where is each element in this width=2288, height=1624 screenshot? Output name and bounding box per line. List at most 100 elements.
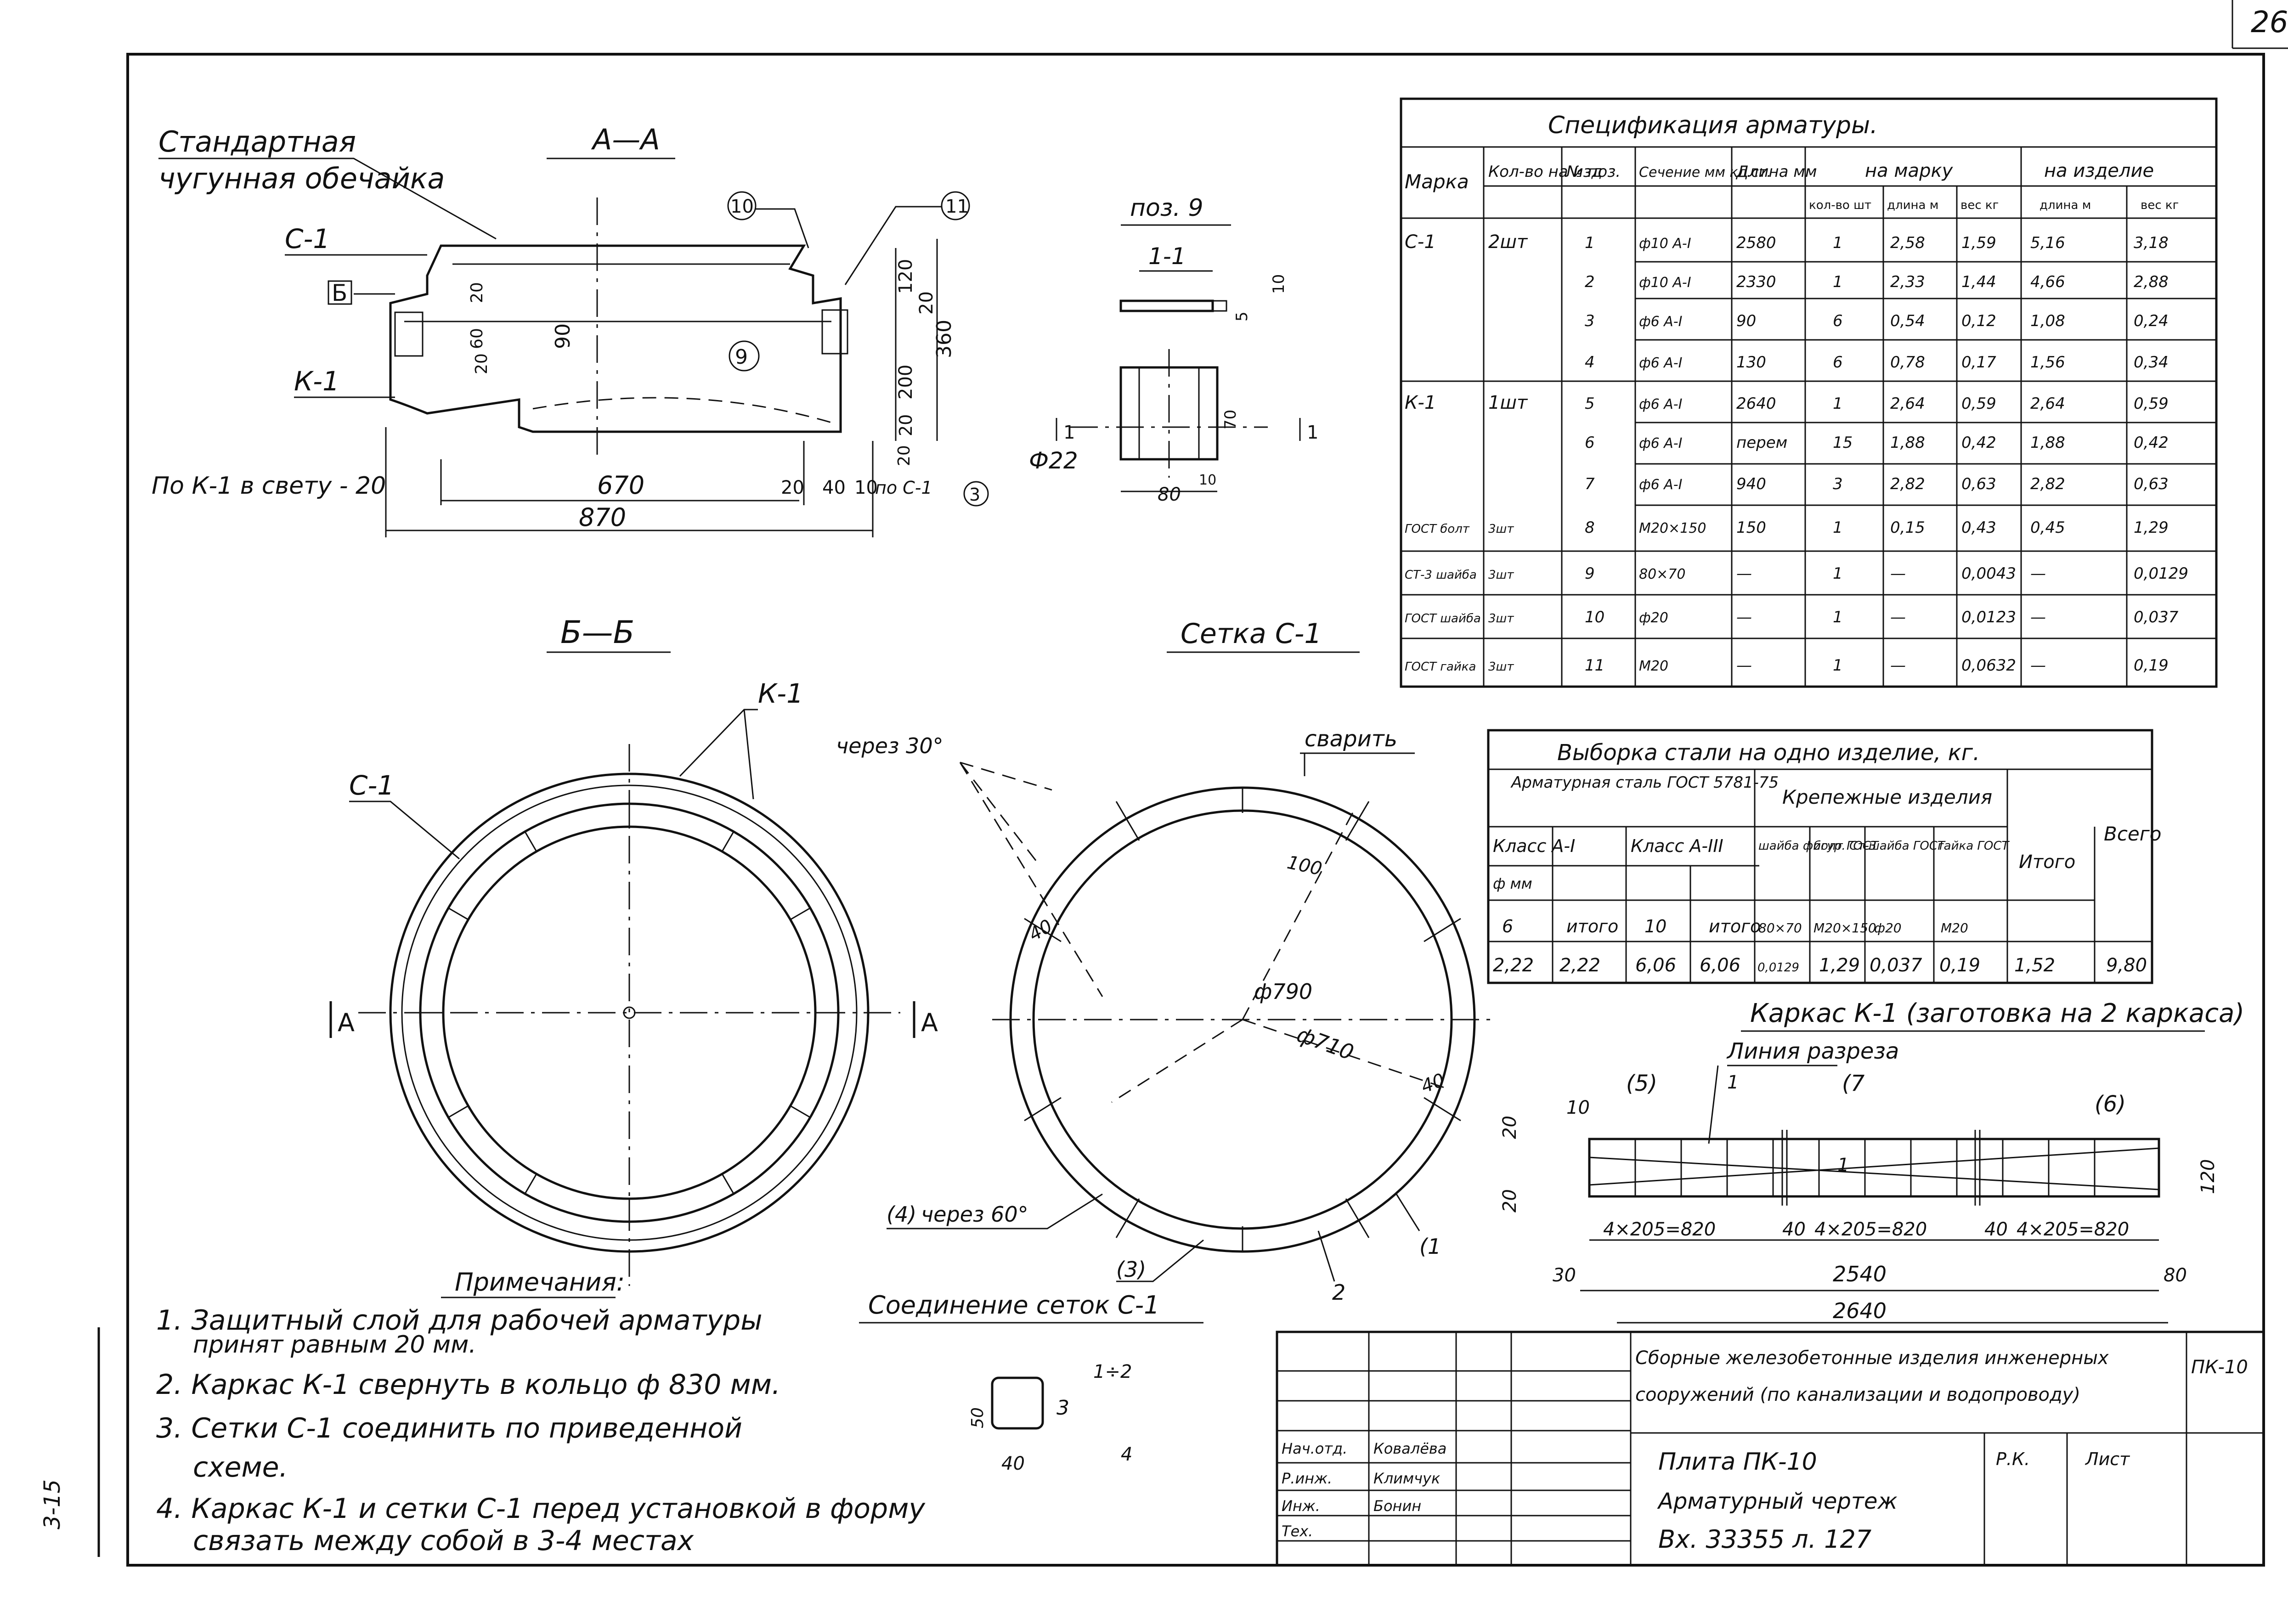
steel-h-washer: шайба фигур. Ст-3 [1758, 839, 1876, 853]
steel-table: Выборка стали на одно изделие, кг. Армат… [1487, 729, 2162, 984]
steel-h-phi: ф мм [1493, 875, 1532, 892]
sheet-frame [126, 53, 2265, 1567]
pos9-d10: 10 [1270, 274, 1288, 294]
spec-cell-r3-c9: 0,34 [2134, 353, 2169, 372]
spec-cell-r1-c9: 2,88 [2134, 273, 2169, 291]
k1-frame-left [394, 311, 424, 357]
steel-value-4: 0,0129 [1757, 961, 1799, 975]
k1-d2640: 2640 [1833, 1298, 1887, 1323]
k1-pos6: (6) [2095, 1091, 2126, 1117]
spec-cell-r5-c8: 1,88 [2030, 434, 2065, 452]
k1-d20b: 20 [1499, 1189, 1520, 1212]
spec-cell-r0-c3: ф10 А-I [1639, 236, 1691, 252]
bb-c1-leader [349, 801, 460, 860]
pos9-title: поз. 9 [1130, 194, 1203, 222]
spec-cell-r1-c8: 4,66 [2030, 273, 2065, 291]
pos3-circle [963, 481, 989, 507]
dim-60: 60 [468, 328, 486, 349]
note-1b: принят равным 20 мм. [193, 1331, 476, 1359]
spec-sub-count: кол-во шт [1809, 198, 1871, 212]
spec-h-section: Сечение мм кл.ст. [1639, 164, 1771, 180]
spec-cell-r0-c4: 2580 [1736, 234, 1776, 252]
spec-cell-r8-c0: СТ-3 шайба [1405, 568, 1477, 582]
spec-cell-r8-c4: — [1736, 564, 1752, 583]
spec-cell-r6-c8: 2,82 [2030, 475, 2065, 493]
spec-cell-r3-c7: 0,17 [1961, 353, 1996, 372]
spec-cell-r9-c5: 1 [1833, 608, 1843, 626]
spec-h-qty: Кол-во на изд [1488, 163, 1602, 181]
mesh-d40b: 40 [1418, 1070, 1448, 1098]
spec-cell-r2-c5: 6 [1833, 312, 1843, 330]
casting-outline [389, 244, 842, 433]
tb-stage: Р.К. [1996, 1449, 2030, 1469]
joint-p4: 4 [1121, 1444, 1132, 1465]
spec-cell-r5-c7: 0,42 [1961, 434, 1996, 452]
spec-cell-r6-c2: 7 [1585, 475, 1595, 493]
spec-sub-weight: вес кг [1960, 198, 1999, 212]
spec-cell-r7-c9: 1,29 [2134, 519, 2169, 537]
steel-class-a3: Класс А-III [1631, 836, 1723, 856]
mesh-d100: 100 [1285, 852, 1324, 880]
note-4: 4. Каркас К-1 и сетки С-1 перед установк… [156, 1493, 926, 1525]
spec-cell-r0-c7: 1,59 [1961, 234, 1996, 252]
spec-cell-r6-c7: 0,63 [1961, 475, 1996, 493]
rebar-curve [532, 397, 832, 423]
steel-value-0: 2,22 [1493, 955, 1534, 976]
k1-seg2: 4×205=820 [1814, 1219, 1927, 1240]
k1-d120: 120 [2198, 1159, 2219, 1194]
mesh-phi790: ф790 [1254, 979, 1312, 1004]
spec-cell-r4-c3: ф6 А-I [1639, 396, 1683, 412]
frame-k1: Каркас К-1 (заготовка на 2 каркаса) Лини… [1499, 998, 2244, 1324]
dim-20d: 20 [472, 353, 491, 374]
note-1: 1. Защитный слой для рабочей арматуры [156, 1304, 763, 1336]
spec-cell-r9-c7: 0,0123 [1961, 608, 2016, 626]
tb-code: ПК-10 [2191, 1357, 2248, 1378]
section-bb: Б—Б С-1 К-1 А А [329, 615, 938, 1286]
steel-size-2: 10 [1644, 916, 1667, 936]
k1-d80: 80 [2164, 1265, 2187, 1286]
spec-cell-r8-c3: 80×70 [1639, 566, 1685, 582]
mesh-pos1-leader [1395, 1194, 1420, 1231]
steel-size-0: 6 [1502, 916, 1513, 936]
dim-870: 870 [579, 503, 626, 532]
spec-cell-r2-c7: 0,12 [1961, 312, 1996, 330]
spec-table-frame [1400, 97, 2218, 688]
spec-cell-r10-c4: — [1736, 656, 1752, 675]
joint-symbol [991, 1376, 1044, 1430]
spec-cell-r2-c9: 0,24 [2134, 312, 2169, 330]
tb-sheet-label: Лист [2085, 1449, 2130, 1469]
bb-cut-a-right: А [921, 1008, 938, 1037]
tb-role-2: Р.инж. [1282, 1470, 1332, 1487]
steel-size-1: итого [1566, 916, 1618, 936]
steel-table-frame [1487, 729, 2153, 984]
mark-k1: К-1 [294, 366, 339, 397]
spec-cell-r0-c2: 1 [1585, 234, 1595, 252]
k1-pos1b: 1 [1837, 1155, 1849, 1176]
spec-cell-r2-c8: 1,08 [2030, 312, 2065, 330]
spec-cell-r1-c5: 1 [1833, 273, 1843, 291]
note-3b: схеме. [193, 1451, 288, 1483]
joint-d50: 50 [968, 1407, 987, 1428]
steel-h-rebar: Арматурная сталь ГОСТ 5781-75 [1510, 773, 1779, 792]
callout-leader [158, 158, 497, 240]
bb-mark-k1: К-1 [758, 678, 803, 709]
mesh-weld-leader [1300, 752, 1415, 776]
tb-row1: Сборные железобетонные изделия инженерны… [1635, 1348, 2109, 1369]
steel-h-bolt: болт ГОСТ [1813, 839, 1879, 853]
spec-cell-r4-c4: 2640 [1736, 395, 1776, 413]
spec-cell-r10-c8: — [2030, 656, 2046, 675]
section-aa: А—А Стандартная чугунная обечайка 9 10 1… [152, 123, 989, 537]
steel-h-fasteners: Крепежные изделия [1782, 786, 1992, 808]
note-k1-clear: По К-1 в свету - 20 [152, 472, 386, 500]
mark-b-box [328, 280, 352, 305]
pos10-leader [756, 208, 809, 248]
spec-cell-r4-c7: 0,59 [1961, 395, 1996, 413]
mesh-pos4: (4) [887, 1202, 916, 1227]
mesh-phi710: ф710 [1294, 1022, 1357, 1065]
k1-dim-lines [1580, 1239, 2168, 1324]
spec-cell-r4-c1: 1шт [1488, 392, 1528, 413]
steel-h-itogo: Итого [2019, 851, 2075, 873]
dim-360: 360 [932, 320, 956, 358]
spec-cell-r10-c6: — [1890, 656, 1906, 675]
mesh-d40a: 40 [1025, 915, 1056, 945]
